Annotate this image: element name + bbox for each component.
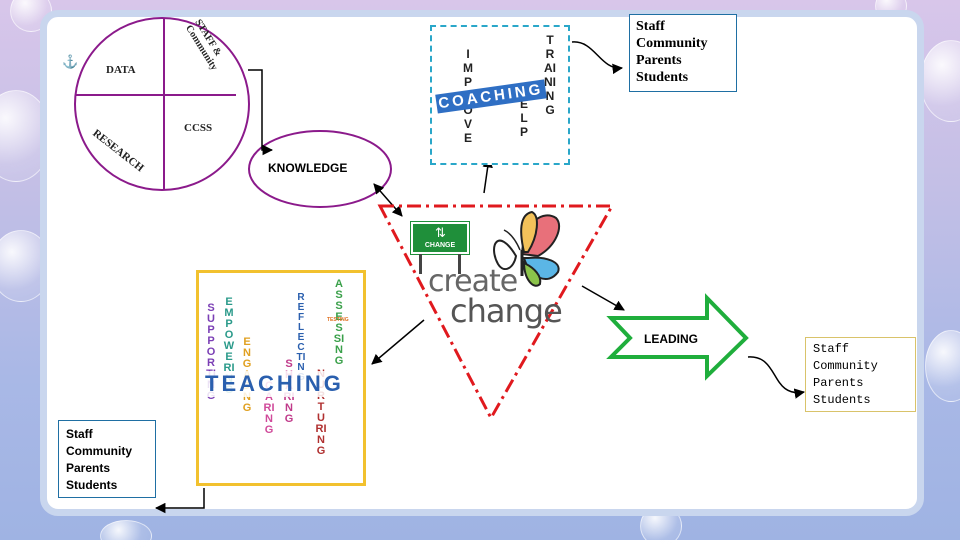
bubble-decoration: [925, 330, 960, 402]
audience-item: Community: [813, 359, 878, 373]
audience-item: Community: [636, 36, 708, 51]
quadrant-ccss-label: CCSS: [184, 122, 213, 134]
research-circle: [74, 17, 250, 191]
knowledge-ellipse: [248, 130, 392, 208]
teaching-word-testing: TESTING: [327, 317, 349, 323]
audience-item: Parents: [66, 461, 111, 475]
knowledge-triangle-arrow: [373, 183, 403, 217]
bottom-left-audience-box: Staff Community Parents Students: [58, 420, 156, 498]
audience-item: Community: [66, 444, 132, 458]
audience-item: Students: [66, 478, 118, 492]
change-text: change: [450, 292, 563, 330]
audience-item: Staff: [66, 427, 93, 441]
change-triangle: [377, 204, 615, 422]
coaching-word-training: TRAINING: [544, 33, 556, 117]
sign-text: CHANGE: [424, 242, 456, 249]
right-audience-box: Staff Community Parents Students: [805, 337, 916, 412]
sign-post: [419, 254, 422, 274]
audience-item: Staff: [813, 342, 850, 356]
teaching-to-box-arrow: [154, 488, 205, 514]
leading-arrow-shape: [606, 293, 749, 381]
change-sign: ⇅ CHANGE: [410, 221, 470, 274]
fork-arrow-icon: ⇅: [435, 225, 446, 240]
teaching-word-assessing: ASSESSING: [333, 278, 345, 367]
create-text: create: [428, 264, 518, 299]
audience-item: Students: [813, 393, 871, 407]
audience-item: Parents: [813, 376, 864, 390]
triangle-to-teaching-arrow: [371, 319, 425, 365]
teaching-word-main: TEACHING: [205, 371, 344, 397]
leading-label: LEADING: [644, 332, 698, 346]
coaching-image: IMPROVE TRAINING HELP COACHING: [430, 25, 570, 165]
teaching-word-reflecting: REFLECTING: [296, 292, 306, 383]
teaching-image: SUPPORTING EMPOWERING ENGAGING CARING SH…: [196, 270, 366, 486]
butterfly-icon: [493, 210, 561, 287]
audience-item: Parents: [636, 53, 682, 68]
audience-item: Staff: [636, 19, 665, 34]
leading-to-box-arrow: [747, 356, 806, 399]
circle-to-knowledge-arrow: [248, 69, 274, 156]
top-right-audience-box: Staff Community Parents Students: [629, 14, 737, 92]
connector-layer: [74, 17, 806, 514]
sign-post: [458, 254, 461, 274]
quadrant-data-label: DATA: [106, 64, 136, 76]
coaching-to-box-arrow: [571, 41, 624, 75]
audience-item: Students: [636, 70, 689, 85]
triangle-to-leading-arrow: [581, 285, 625, 311]
anchor-icon: ⚓: [62, 54, 79, 69]
knowledge-label: KNOWLEDGE: [268, 161, 348, 175]
sign-board: ⇅ CHANGE: [410, 221, 470, 255]
